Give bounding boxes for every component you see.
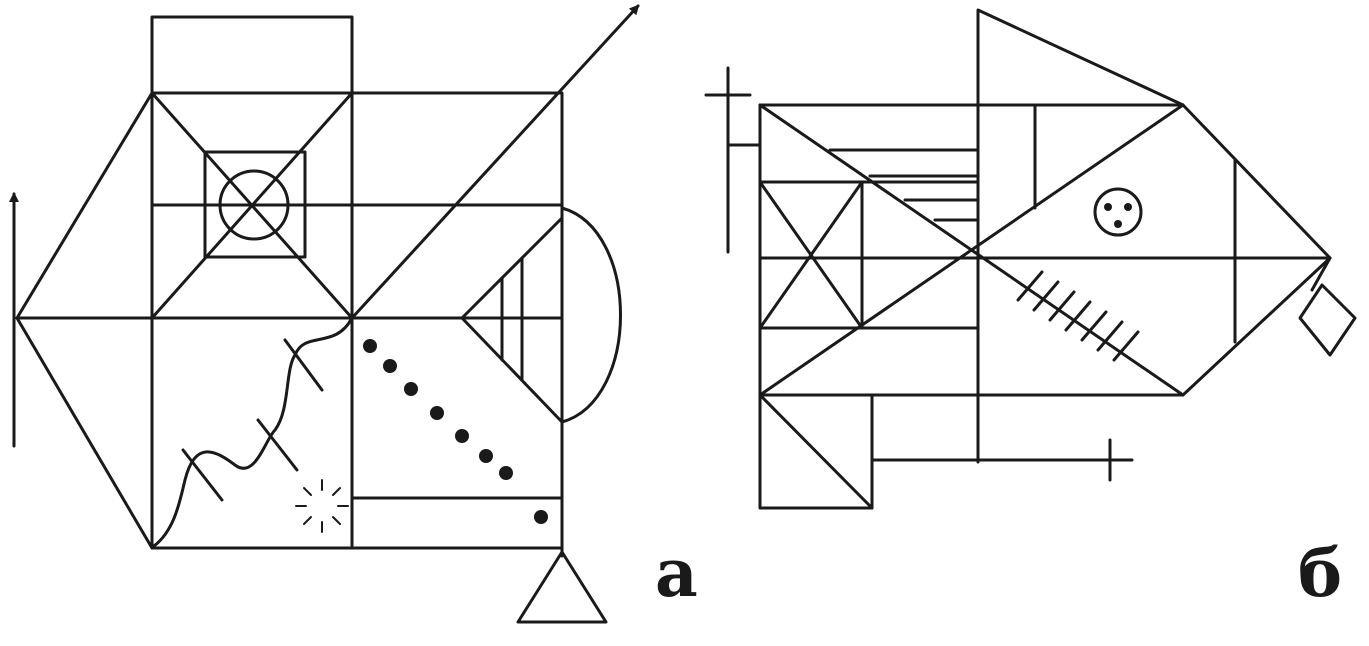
panel-a-diag-2 (150, 91, 354, 320)
panel-b-square-x-2 (758, 180, 864, 330)
panel-b-top-triangle (976, 8, 1185, 107)
panel-a-arc (560, 206, 622, 424)
panel-a-single-dot (534, 510, 548, 524)
panel-b-tick-marks (1016, 270, 1140, 362)
panel-b-diamond-stem (1310, 256, 1332, 292)
panel-b-circle-dots (1104, 203, 1132, 228)
panel-a-tick-2 (256, 418, 299, 472)
panel-label-b: б (1298, 534, 1343, 612)
panel-a-main-rect (150, 91, 564, 550)
panel-a-bottom-triangle (516, 550, 608, 624)
panel-a-star-burst (295, 479, 349, 533)
panel-a-diagonal-arrow (350, 4, 640, 320)
panel-b-diamond (1298, 283, 1357, 357)
panel-a-drawing (9, 4, 640, 624)
panel-b-drawing (704, 8, 1357, 510)
panel-a-top-rect (150, 15, 354, 95)
panel-a-wavy-line (152, 316, 354, 548)
panel-a-right-triangle (460, 216, 564, 424)
panel-b-diag-2 (758, 103, 1185, 397)
panel-a-tick-1 (181, 448, 224, 502)
panel-label-a: а (655, 534, 698, 612)
panel-a-tick-3 (283, 338, 324, 392)
panel-a-circle (218, 169, 290, 241)
panel-b-lower-box-diag (758, 393, 874, 510)
panel-a-dot-row (363, 339, 513, 480)
panel-b-body (758, 103, 1332, 397)
panel-a-left-triangle (15, 91, 154, 550)
panel-a-inner-square (203, 150, 307, 259)
panel-b-lower-box (758, 393, 874, 510)
panel-b-circle (1093, 187, 1143, 237)
